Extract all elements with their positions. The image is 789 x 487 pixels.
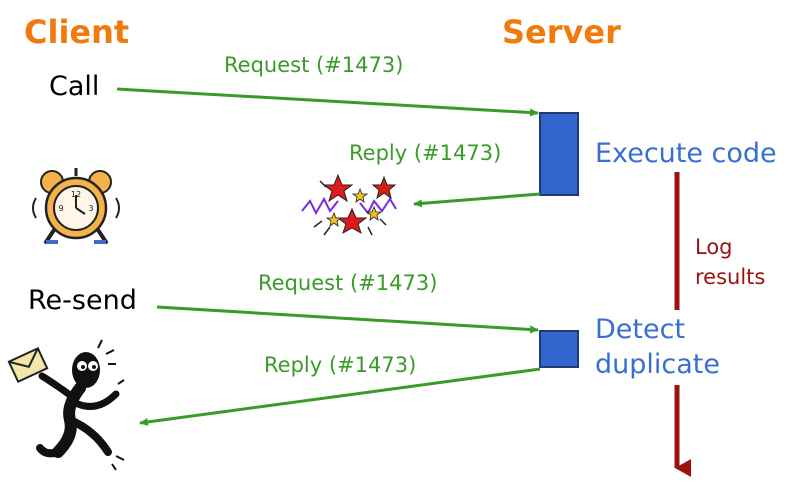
request-label-2: Request (#1473) [258,271,438,295]
running-person-with-letter-icon [7,339,125,471]
detect-duplicate-label-line1: Detect [595,314,686,345]
reply-label-1: Reply (#1473) [349,141,502,165]
explosion-icon [301,173,397,236]
svg-text:9: 9 [58,204,63,213]
log-results-line1: Log [695,235,733,259]
reply-arrow-2 [139,367,541,426]
detect-duplicate-label-line2: duplicate [595,349,720,380]
request-arrow-2 [156,305,539,334]
server-duplicate-box [539,330,579,368]
request-label-1: Request (#1473) [224,53,404,77]
client-heading: Client [24,13,130,51]
execute-code-label: Execute code [595,138,777,169]
reply-label-2: Reply (#1473) [264,353,417,377]
server-execution-box [539,112,579,196]
resend-label: Re-send [28,285,137,316]
log-results-line2: results [695,265,766,289]
server-heading: Server [502,13,621,51]
call-label: Call [49,71,100,102]
alarm-clock-icon: 12 3 9 [32,168,120,244]
request-arrow-1 [116,87,539,117]
svg-text:12: 12 [71,190,81,199]
svg-text:3: 3 [88,204,93,213]
reply-arrow-1 [413,192,541,208]
